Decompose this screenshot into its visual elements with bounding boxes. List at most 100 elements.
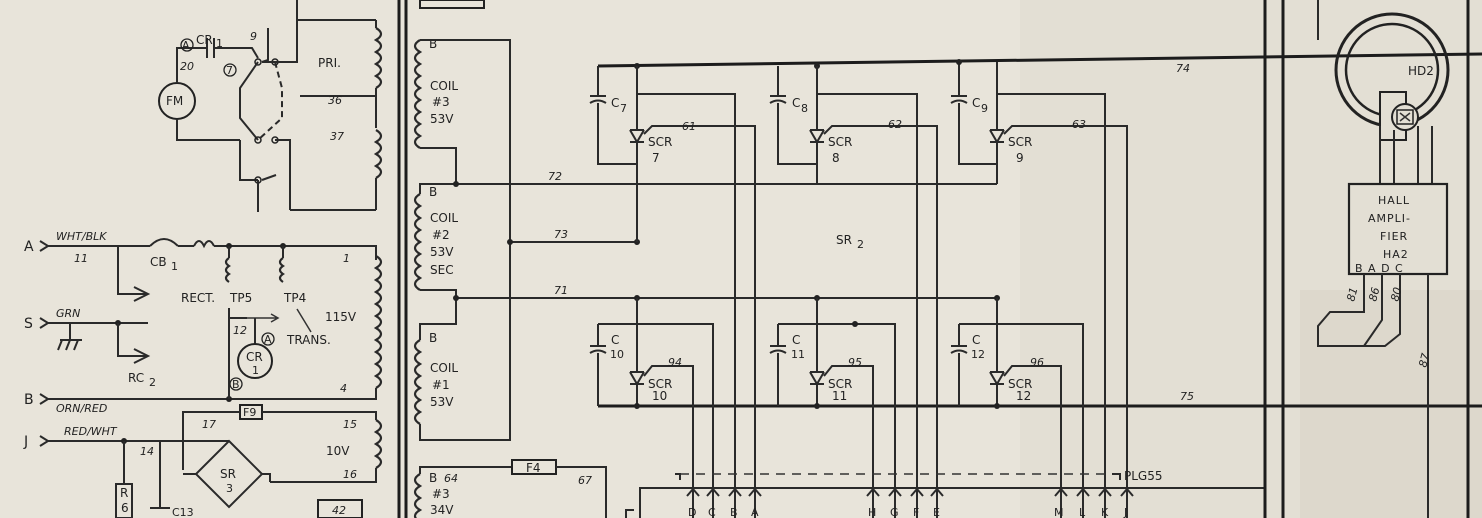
scr12-number: 12 [1016, 389, 1031, 403]
coil3-num: #3 [432, 95, 450, 109]
pri-label: PRI. [318, 56, 341, 70]
scr-lower-row: C 10 SCR 10 94 C 11 SCR 11 95 C 12 SCR 1… [589, 295, 1084, 518]
primary-switch-network [239, 0, 376, 212]
rc2-subscript: 2 [149, 376, 156, 389]
coil3-b: B [429, 37, 437, 51]
bridge-rectifier-sr3 [194, 439, 264, 509]
trans-label: TRANS. [286, 333, 331, 347]
right-frame [1263, 0, 1470, 518]
input-a-wire-color: WHT/BLK [56, 230, 107, 243]
hd2-label: HD2 [1408, 64, 1434, 78]
cr1-coil [237, 343, 273, 379]
coil-bottom-b: B [429, 471, 437, 485]
coil-bottom-num: #3 [432, 487, 450, 501]
c9-label: C [972, 96, 980, 110]
wire-62: 62 [888, 118, 902, 131]
pin-g: G [890, 506, 899, 518]
coil-3-winding [413, 39, 423, 149]
f4-label: F4 [526, 461, 541, 475]
transformer-core [397, 0, 408, 518]
c10-sub: 10 [610, 348, 624, 361]
bus-wire-74 [597, 52, 1482, 68]
wire-15: 15 [343, 418, 357, 431]
wire-42: 42 [332, 504, 346, 517]
ground-symbol [57, 339, 82, 351]
wire-37: 37 [330, 130, 344, 143]
pin-c: C [708, 506, 716, 518]
c11-label: C [792, 333, 800, 347]
fan-motor-section: FM A CR 1 20 7 9 [158, 30, 259, 141]
sr3-label: SR [220, 467, 236, 481]
c13-label: C13 [172, 506, 194, 518]
rc2-arrow-top [133, 286, 151, 302]
tp5-label: TP5 [229, 291, 252, 305]
wire-96: 96 [1030, 356, 1044, 369]
hall-line3: FIER [1380, 230, 1408, 243]
pin-a: A [751, 506, 759, 518]
wire-74-label: 74 [1176, 62, 1190, 75]
cr1-coil-node-b: B [232, 378, 240, 391]
label-10v: 10V [326, 444, 350, 458]
coil-2-winding [413, 193, 423, 291]
wire-94: 94 [668, 356, 682, 369]
cb1-label: CB [150, 255, 167, 269]
right-transformer: B COIL #3 53V B COIL #2 53V SEC B COIL #… [413, 0, 997, 518]
wire-36: 36 [328, 94, 342, 107]
scr11-label: SCR [828, 377, 852, 391]
scr8-label: SCR [828, 135, 852, 149]
coil-bottom-winding [413, 473, 423, 518]
input-s-wire-color: GRN [56, 307, 80, 320]
wire-81: 81 [1344, 286, 1360, 303]
input-a-section: A WHT/BLK 11 CB 1 [24, 230, 377, 302]
pin-j: J [1123, 506, 1127, 518]
rectifier-section: RECT. TP5 TP4 TRANS. 12 A CR 1 B 115V [181, 246, 357, 399]
coil1-name: COIL [430, 361, 458, 375]
c7-sub: 7 [620, 102, 627, 115]
input-s-section: S GRN RC 2 [24, 307, 156, 389]
scr7-number: 7 [652, 151, 660, 165]
cr1-relay-node: A [182, 39, 190, 52]
scr11-symbol [809, 298, 825, 386]
hall-pins: B A D C [1355, 262, 1404, 275]
scr12-symbol [989, 298, 1005, 386]
pin-l: L [1079, 506, 1086, 518]
r6-number: 6 [121, 501, 129, 515]
scr9-label: SCR [1008, 135, 1032, 149]
inductor-small [193, 240, 215, 249]
input-b-letter: B [24, 392, 34, 408]
hall-line2: AMPLI- [1368, 212, 1411, 225]
scr8-symbol [809, 66, 825, 144]
wire-16: 16 [343, 468, 357, 481]
input-j-letter: J [23, 434, 28, 450]
c9-sub: 9 [981, 102, 988, 115]
rc2-label: RC [128, 371, 144, 385]
pin-d: D [688, 506, 696, 518]
primary-coil-lower [373, 129, 383, 179]
fm-label: FM [166, 94, 183, 108]
coil2-b: B [429, 185, 437, 199]
hall-sensor-assembly: HD2 HALL AMPLI- FIER HA2 B A D C 81 86 8… [1317, 12, 1450, 518]
wire-71-label: 71 [554, 284, 568, 297]
wire-95: 95 [848, 356, 862, 369]
wire-67: 67 [578, 474, 592, 487]
input-j-section: J RED/WHT 14 R 6 C13 [23, 425, 194, 518]
scr9-number: 9 [1016, 151, 1024, 165]
c8-label: C [792, 96, 800, 110]
input-b-wire-color: ORN/RED [56, 402, 107, 415]
coil3-volt: 53V [430, 112, 454, 126]
input-j-wire-color: RED/WHT [64, 425, 118, 438]
wire-4: 4 [340, 382, 347, 395]
label-115v: 115V [325, 310, 357, 324]
c11-sub: 11 [791, 348, 805, 361]
coil1-num: #1 [432, 378, 450, 392]
input-s-letter: S [24, 316, 33, 332]
coil2-volt: 53V [430, 245, 454, 259]
coil-10v [373, 419, 383, 469]
cb1-breaker-arc [149, 238, 179, 247]
pin-h: H [868, 506, 876, 518]
hall-line1: HALL [1378, 194, 1410, 207]
r6-label: R [120, 486, 128, 500]
scr10-label: SCR [648, 377, 672, 391]
cr1-relay-subscript: 1 [216, 37, 223, 50]
